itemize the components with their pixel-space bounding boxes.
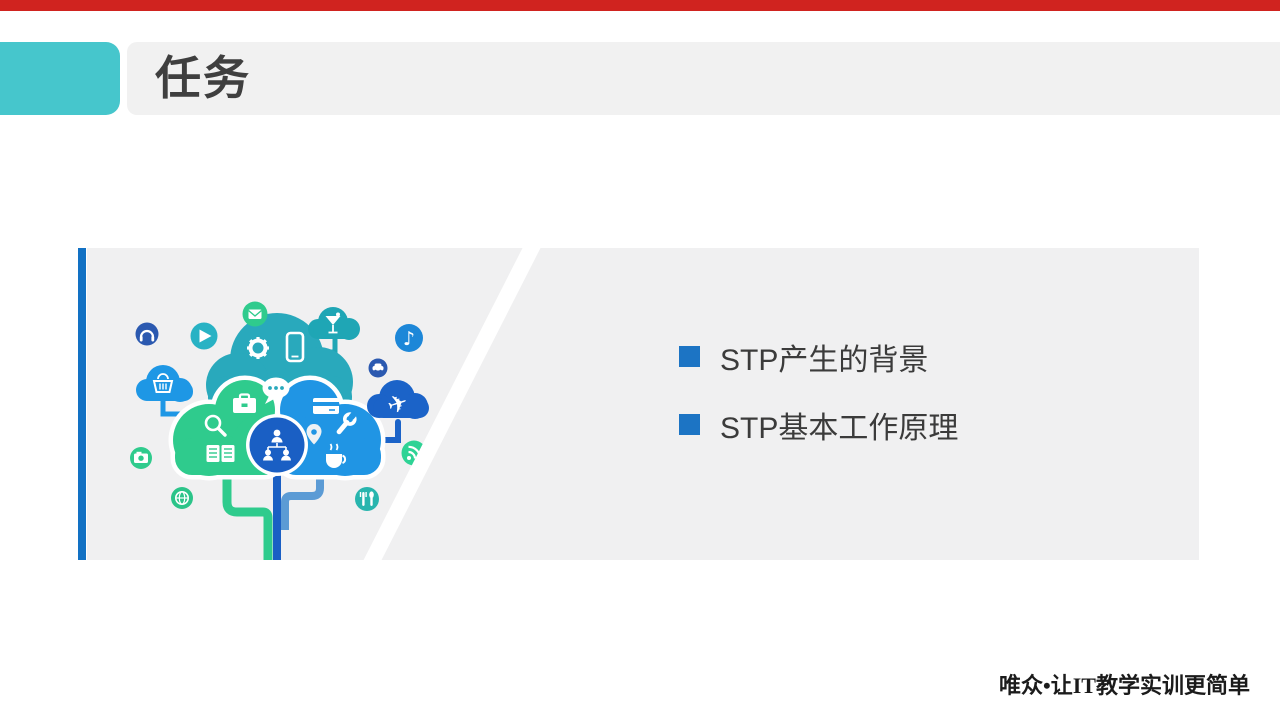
headphones-icon xyxy=(135,322,159,346)
header-bar: 任务 xyxy=(127,42,1280,115)
coffee-icon xyxy=(326,443,347,468)
globe-icon xyxy=(171,487,193,509)
map-pin-icon xyxy=(306,424,322,445)
network-people-icon xyxy=(263,429,291,461)
footer-slogan: 唯众•让IT教学实训更简单 xyxy=(999,673,1250,698)
trunk xyxy=(273,448,281,560)
svg-text:♪: ♪ xyxy=(403,328,415,350)
cocktail-icon xyxy=(308,307,360,340)
bullet-list: STP产生的背景 STP基本工作原理 xyxy=(679,335,958,446)
page-title: 任务 xyxy=(155,52,251,104)
content-panel: ♪ xyxy=(87,248,1199,560)
basket-icon xyxy=(136,365,193,402)
cloud-tree-illustration: ♪ xyxy=(130,301,429,560)
book-icon xyxy=(206,445,235,462)
music-icon: ♪ xyxy=(395,324,423,352)
gear-icon xyxy=(247,337,269,359)
plane-connector xyxy=(377,419,401,443)
top-accent-bar xyxy=(0,0,1280,11)
bullet-label: STP产生的背景 xyxy=(720,343,929,377)
airplane-icon: ✈ xyxy=(367,380,429,420)
play-icon xyxy=(190,322,218,350)
header-tab-block xyxy=(0,42,120,115)
smartphone-icon xyxy=(285,331,305,363)
search-icon xyxy=(204,414,227,437)
panel-accent-bar xyxy=(78,248,86,560)
lightblue-branch xyxy=(281,458,324,530)
wrench-icon xyxy=(336,411,358,435)
bullet-item: STP产生的背景 xyxy=(679,335,958,378)
bullet-label: STP基本工作原理 xyxy=(720,411,959,445)
camera-icon xyxy=(130,447,152,469)
briefcase-icon xyxy=(233,393,256,413)
utensils-icon xyxy=(355,487,379,511)
chat-icon xyxy=(262,377,290,404)
car-icon xyxy=(368,358,388,378)
credit-card-icon xyxy=(313,398,339,414)
bullet-square-icon xyxy=(679,346,700,367)
bullet-square-icon xyxy=(679,414,700,435)
green-branch xyxy=(222,453,273,560)
bullet-item: STP基本工作原理 xyxy=(679,403,958,446)
mail-icon xyxy=(242,301,268,327)
